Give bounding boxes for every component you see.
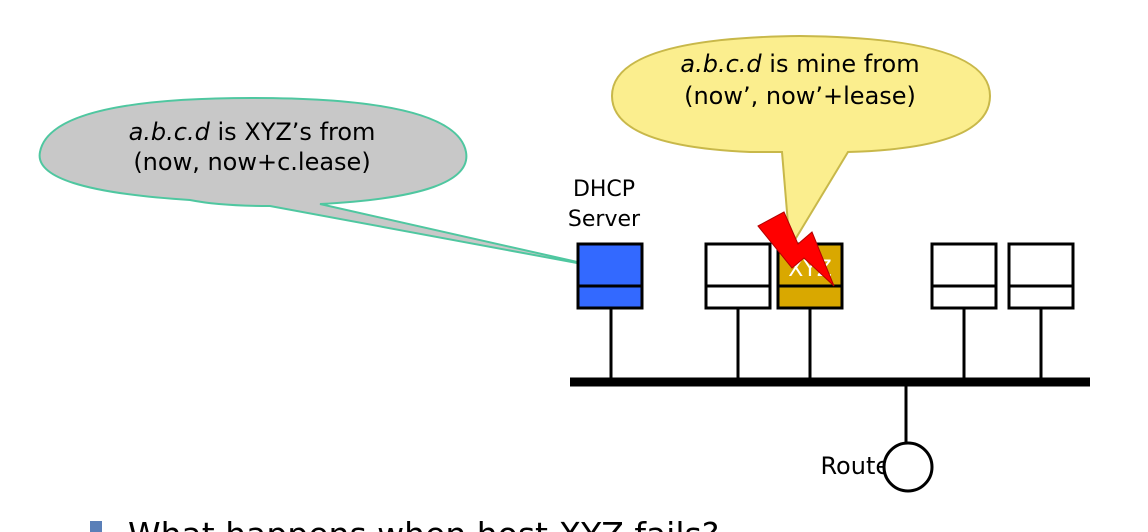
- dhcp-server-label-line2: Server: [568, 207, 641, 232]
- host-5-box: [1007, 242, 1075, 310]
- server-lease-callout-bubble: [38, 96, 605, 269]
- server-lease-line1: a.b.c.d is XYZ’s from: [129, 118, 376, 146]
- server-lease-interval: (now, now+c.lease): [133, 148, 370, 176]
- host-lease-address: a.b.c.d: [680, 50, 762, 78]
- server-lease-callout: a.b.c.d is XYZ’s from (now, now+c.lease): [38, 96, 605, 269]
- question-bullet: [90, 521, 102, 532]
- host-2: [704, 242, 772, 310]
- host-4-box: [930, 242, 998, 310]
- router-icon: [882, 441, 934, 493]
- dhcp-server-host: [576, 242, 644, 310]
- host-lease-interval: (now’, now’+lease): [684, 82, 916, 110]
- question-text: What happens when host XYZ fails?: [128, 515, 719, 532]
- host-lease-owner-text: is mine from: [762, 50, 920, 78]
- host-5: [1007, 242, 1075, 310]
- host-2-box: [704, 242, 772, 310]
- host-lease-callout-bubble: [610, 34, 992, 252]
- server-lease-address: a.b.c.d: [129, 118, 211, 146]
- host-drop-lines: [609, 309, 1043, 380]
- failure-lightning-icon: [757, 211, 835, 287]
- dhcp-server-box: [576, 242, 644, 310]
- host-4: [930, 242, 998, 310]
- dhcp-server-label-line1: DHCP: [573, 177, 635, 202]
- host-lease-line1: a.b.c.d is mine from: [680, 50, 919, 78]
- server-lease-owner-text: is XYZ’s from: [210, 118, 376, 146]
- host-lease-callout: a.b.c.d is mine from (now’, now’+lease): [610, 34, 992, 252]
